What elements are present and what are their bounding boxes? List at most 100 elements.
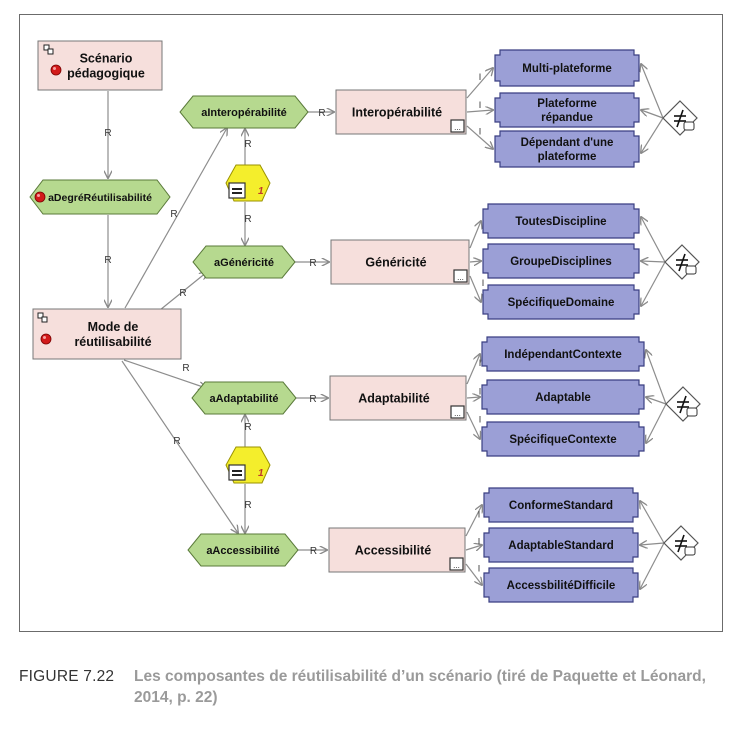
link-label: R [310, 546, 317, 557]
value-option-label: Multi-plateforme [522, 63, 611, 75]
constraint-link [646, 403, 667, 443]
attribute-node[interactable]: aAdaptabilité [191, 381, 297, 415]
pin-icon [34, 191, 46, 203]
pin-dot [40, 333, 52, 345]
list-icon [228, 464, 246, 481]
link-label: I [479, 127, 482, 137]
ellipsis-icon-frame [449, 557, 464, 571]
not-equal-icon [675, 534, 687, 553]
concept-box-shape [335, 89, 467, 135]
concept-label: pédagogique [67, 67, 145, 81]
link-arrow [124, 128, 227, 309]
link-label: R [104, 128, 111, 139]
not-equal-constraint[interactable] [665, 386, 701, 422]
structure-icon-square [41, 316, 48, 323]
value-option-label: AccessbilitéDifficile [507, 580, 616, 592]
ellipsis-icon: ... [450, 405, 465, 419]
structure-icon [37, 312, 48, 323]
attribute-node[interactable]: aInteropérabilité [179, 95, 309, 129]
attribute-label: aGénéricité [214, 257, 274, 269]
ellipsis-icon: ... [453, 269, 468, 283]
value-option-label: ToutesDiscipline [515, 216, 606, 228]
list-icon-frame [228, 182, 246, 199]
pin-highlight [53, 67, 56, 70]
link-label: I [478, 564, 481, 574]
not-equal-icon [674, 109, 686, 128]
link-label: I [479, 387, 482, 397]
link-label: R [244, 422, 251, 433]
value-option[interactable]: AccessbilitéDifficile [483, 567, 639, 603]
not-equal-icon [676, 253, 688, 272]
link-arrow [466, 68, 493, 99]
value-option-label: SpécifiqueDomaine [508, 297, 615, 309]
not-equal-constraint[interactable] [662, 100, 698, 136]
link-label: R [318, 108, 325, 119]
neq-slash [678, 253, 686, 272]
attribute-node[interactable]: aAccessibilité [187, 533, 299, 567]
link-arrow [465, 505, 482, 537]
structure-icon [43, 44, 54, 55]
not-equal-constraint[interactable] [663, 525, 699, 561]
link-label: I [478, 537, 481, 547]
constraint-link [641, 261, 666, 306]
concept-box-shape [32, 308, 182, 360]
rule-value: 1 [258, 468, 264, 479]
constraint-link [640, 542, 665, 589]
link-label: R [179, 288, 186, 299]
value-option[interactable]: ToutesDiscipline [482, 203, 640, 239]
ellipsis-icon-frame [450, 119, 465, 133]
concept-box-shape [329, 375, 467, 421]
value-option[interactable]: Adaptable [481, 379, 645, 415]
link-label: R [173, 436, 180, 447]
concept-node[interactable]: Interopérabilité... [335, 89, 467, 135]
link-arrow [466, 354, 480, 385]
attribute-hexagon [187, 533, 299, 567]
link-arrow [159, 272, 207, 311]
constraint-link [641, 261, 666, 262]
constraint-badge [683, 121, 695, 131]
concept-node[interactable]: Généricité... [330, 239, 470, 285]
value-option-label: plateforme [538, 151, 597, 163]
link-arrow [469, 275, 481, 302]
concept-box-shape [328, 527, 466, 573]
pin-dot [34, 191, 46, 203]
value-option[interactable]: SpécifiqueDomaine [482, 284, 640, 320]
degree-node[interactable]: aDegréRéutilisabilité [29, 179, 171, 215]
attribute-node[interactable]: aGénéricité [192, 245, 296, 279]
ellipsis-icon-frame [450, 405, 465, 419]
constraint-link [641, 217, 666, 263]
value-option[interactable]: IndépendantContexte [481, 336, 645, 372]
link-label: R [170, 209, 177, 220]
constraint-link [641, 64, 664, 119]
pin-dot [50, 64, 62, 76]
not-equal-constraint[interactable] [664, 244, 700, 280]
figure-number: FIGURE 7.22 [19, 668, 115, 685]
value-option-label: Adaptable [535, 392, 591, 404]
concept-node[interactable]: Adaptabilité... [329, 375, 467, 421]
value-option[interactable]: SpécifiqueContexte [481, 421, 645, 457]
link-label: I [479, 415, 482, 425]
value-option[interactable]: AdaptableStandard [483, 527, 639, 563]
constraint-badge [685, 265, 697, 275]
ellipsis-icon: ... [450, 119, 465, 133]
value-option[interactable]: Multi-plateforme [494, 49, 640, 87]
rule-node[interactable]: 1 [225, 164, 271, 202]
concept-node[interactable]: Accessibilité... [328, 527, 466, 573]
structure-icon-square [47, 48, 54, 55]
value-option[interactable]: GroupeDisciplines [482, 243, 640, 279]
attribute-hexagon [29, 179, 171, 215]
list-icon-line [232, 470, 242, 472]
link-arrow [121, 360, 238, 533]
constraint-link [641, 117, 664, 153]
value-option-label: GroupeDisciplines [510, 256, 612, 268]
rule-node[interactable]: 1 [225, 446, 271, 484]
not-equal-icon [677, 395, 689, 414]
constraint-link [640, 501, 665, 544]
value-option[interactable]: ConformeStandard [483, 487, 639, 523]
diagram-frame [19, 14, 723, 632]
ellipsis-icon-dots: ... [454, 123, 461, 132]
